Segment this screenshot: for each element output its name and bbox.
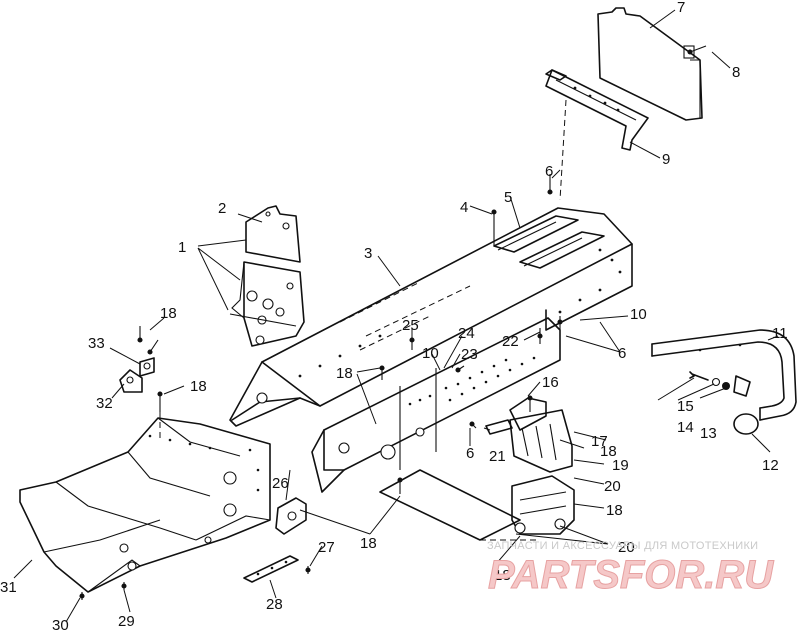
callout-1: 1 xyxy=(178,239,186,256)
part-1-bracket xyxy=(229,261,305,347)
callout-25: 25 xyxy=(402,317,419,334)
callout-22: 22 xyxy=(502,333,519,350)
part-31-front-frame xyxy=(19,417,271,593)
callout-32: 32 xyxy=(96,395,113,412)
callout-4: 4 xyxy=(460,199,468,216)
part-7-flap xyxy=(597,7,703,121)
callout-31: 31 xyxy=(0,579,17,596)
callout-33: 33 xyxy=(88,335,105,352)
callout-7: 7 xyxy=(677,0,685,16)
assembly-lines xyxy=(159,99,567,541)
part-2-plate xyxy=(245,205,301,263)
part-17-bracket xyxy=(509,409,573,473)
callout-6-top: 6 xyxy=(545,163,553,180)
part-16-bracket xyxy=(509,397,547,431)
part-28-bar xyxy=(243,555,299,583)
part-13-14-15-hardware xyxy=(689,371,751,397)
callout-3: 3 xyxy=(364,245,372,262)
callout-18-left: 18 xyxy=(190,378,207,395)
callout-18-top-left: 18 xyxy=(160,305,177,322)
callout-18-center: 18 xyxy=(336,365,353,382)
callout-6-center: 6 xyxy=(466,445,474,462)
callout-11: 11 xyxy=(772,325,788,342)
callout-14: 14 xyxy=(677,419,694,436)
part-11-handle xyxy=(651,329,797,421)
part-9-bracket xyxy=(545,69,649,151)
fasteners xyxy=(79,45,707,600)
callout-20-right: 20 xyxy=(604,478,621,495)
callout-29: 29 xyxy=(118,613,135,630)
callout-8: 8 xyxy=(732,64,740,81)
callout-17: 17 xyxy=(591,433,608,450)
callout-18-right: 18 xyxy=(600,443,617,460)
callout-18-lower-right: 18 xyxy=(606,502,623,519)
leader-lines xyxy=(13,9,779,623)
callout-18-mid: 18 xyxy=(360,535,377,552)
callout-24: 24 xyxy=(458,325,475,342)
watermark: ЗАПЧАСТИ И АКСЕССУАРЫ ДЛЯ МОТОТЕХНИКИ PA… xyxy=(487,540,775,598)
callout-10-center: 10 xyxy=(422,345,439,362)
part-12-end-cap xyxy=(733,413,759,435)
callout-13: 13 xyxy=(700,425,717,442)
callout-12: 12 xyxy=(762,457,779,474)
callout-23: 23 xyxy=(461,346,478,363)
callout-27: 27 xyxy=(318,539,335,556)
callout-15: 15 xyxy=(677,398,694,415)
callout-28: 28 xyxy=(266,596,283,613)
callout-21: 21 xyxy=(489,448,506,465)
callout-30: 30 xyxy=(52,617,69,633)
callout-16: 16 xyxy=(542,374,559,391)
part-3-tunnel xyxy=(229,207,633,541)
callout-26: 26 xyxy=(272,475,289,492)
part-20-bracket xyxy=(511,475,575,535)
callout-2: 2 xyxy=(218,200,226,217)
part-26-plate xyxy=(275,497,307,535)
part-33-bushing xyxy=(139,357,155,377)
watermark-logo: PARTSFOR.RU xyxy=(488,553,774,597)
part-32-clip xyxy=(119,369,143,393)
callout-19: 19 xyxy=(612,457,629,474)
part-21-plate xyxy=(485,419,513,435)
watermark-caption: ЗАПЧАСТИ И АКСЕССУАРЫ ДЛЯ МОТОТЕХНИКИ xyxy=(487,540,758,552)
callout-20-bottom: 20 xyxy=(618,539,635,556)
callout-10-right: 10 xyxy=(630,306,647,323)
callout-6-right: 6 xyxy=(618,345,626,362)
callout-18-bottom: 18 xyxy=(494,567,511,584)
callout-5: 5 xyxy=(504,189,512,206)
callout-9: 9 xyxy=(662,151,670,168)
